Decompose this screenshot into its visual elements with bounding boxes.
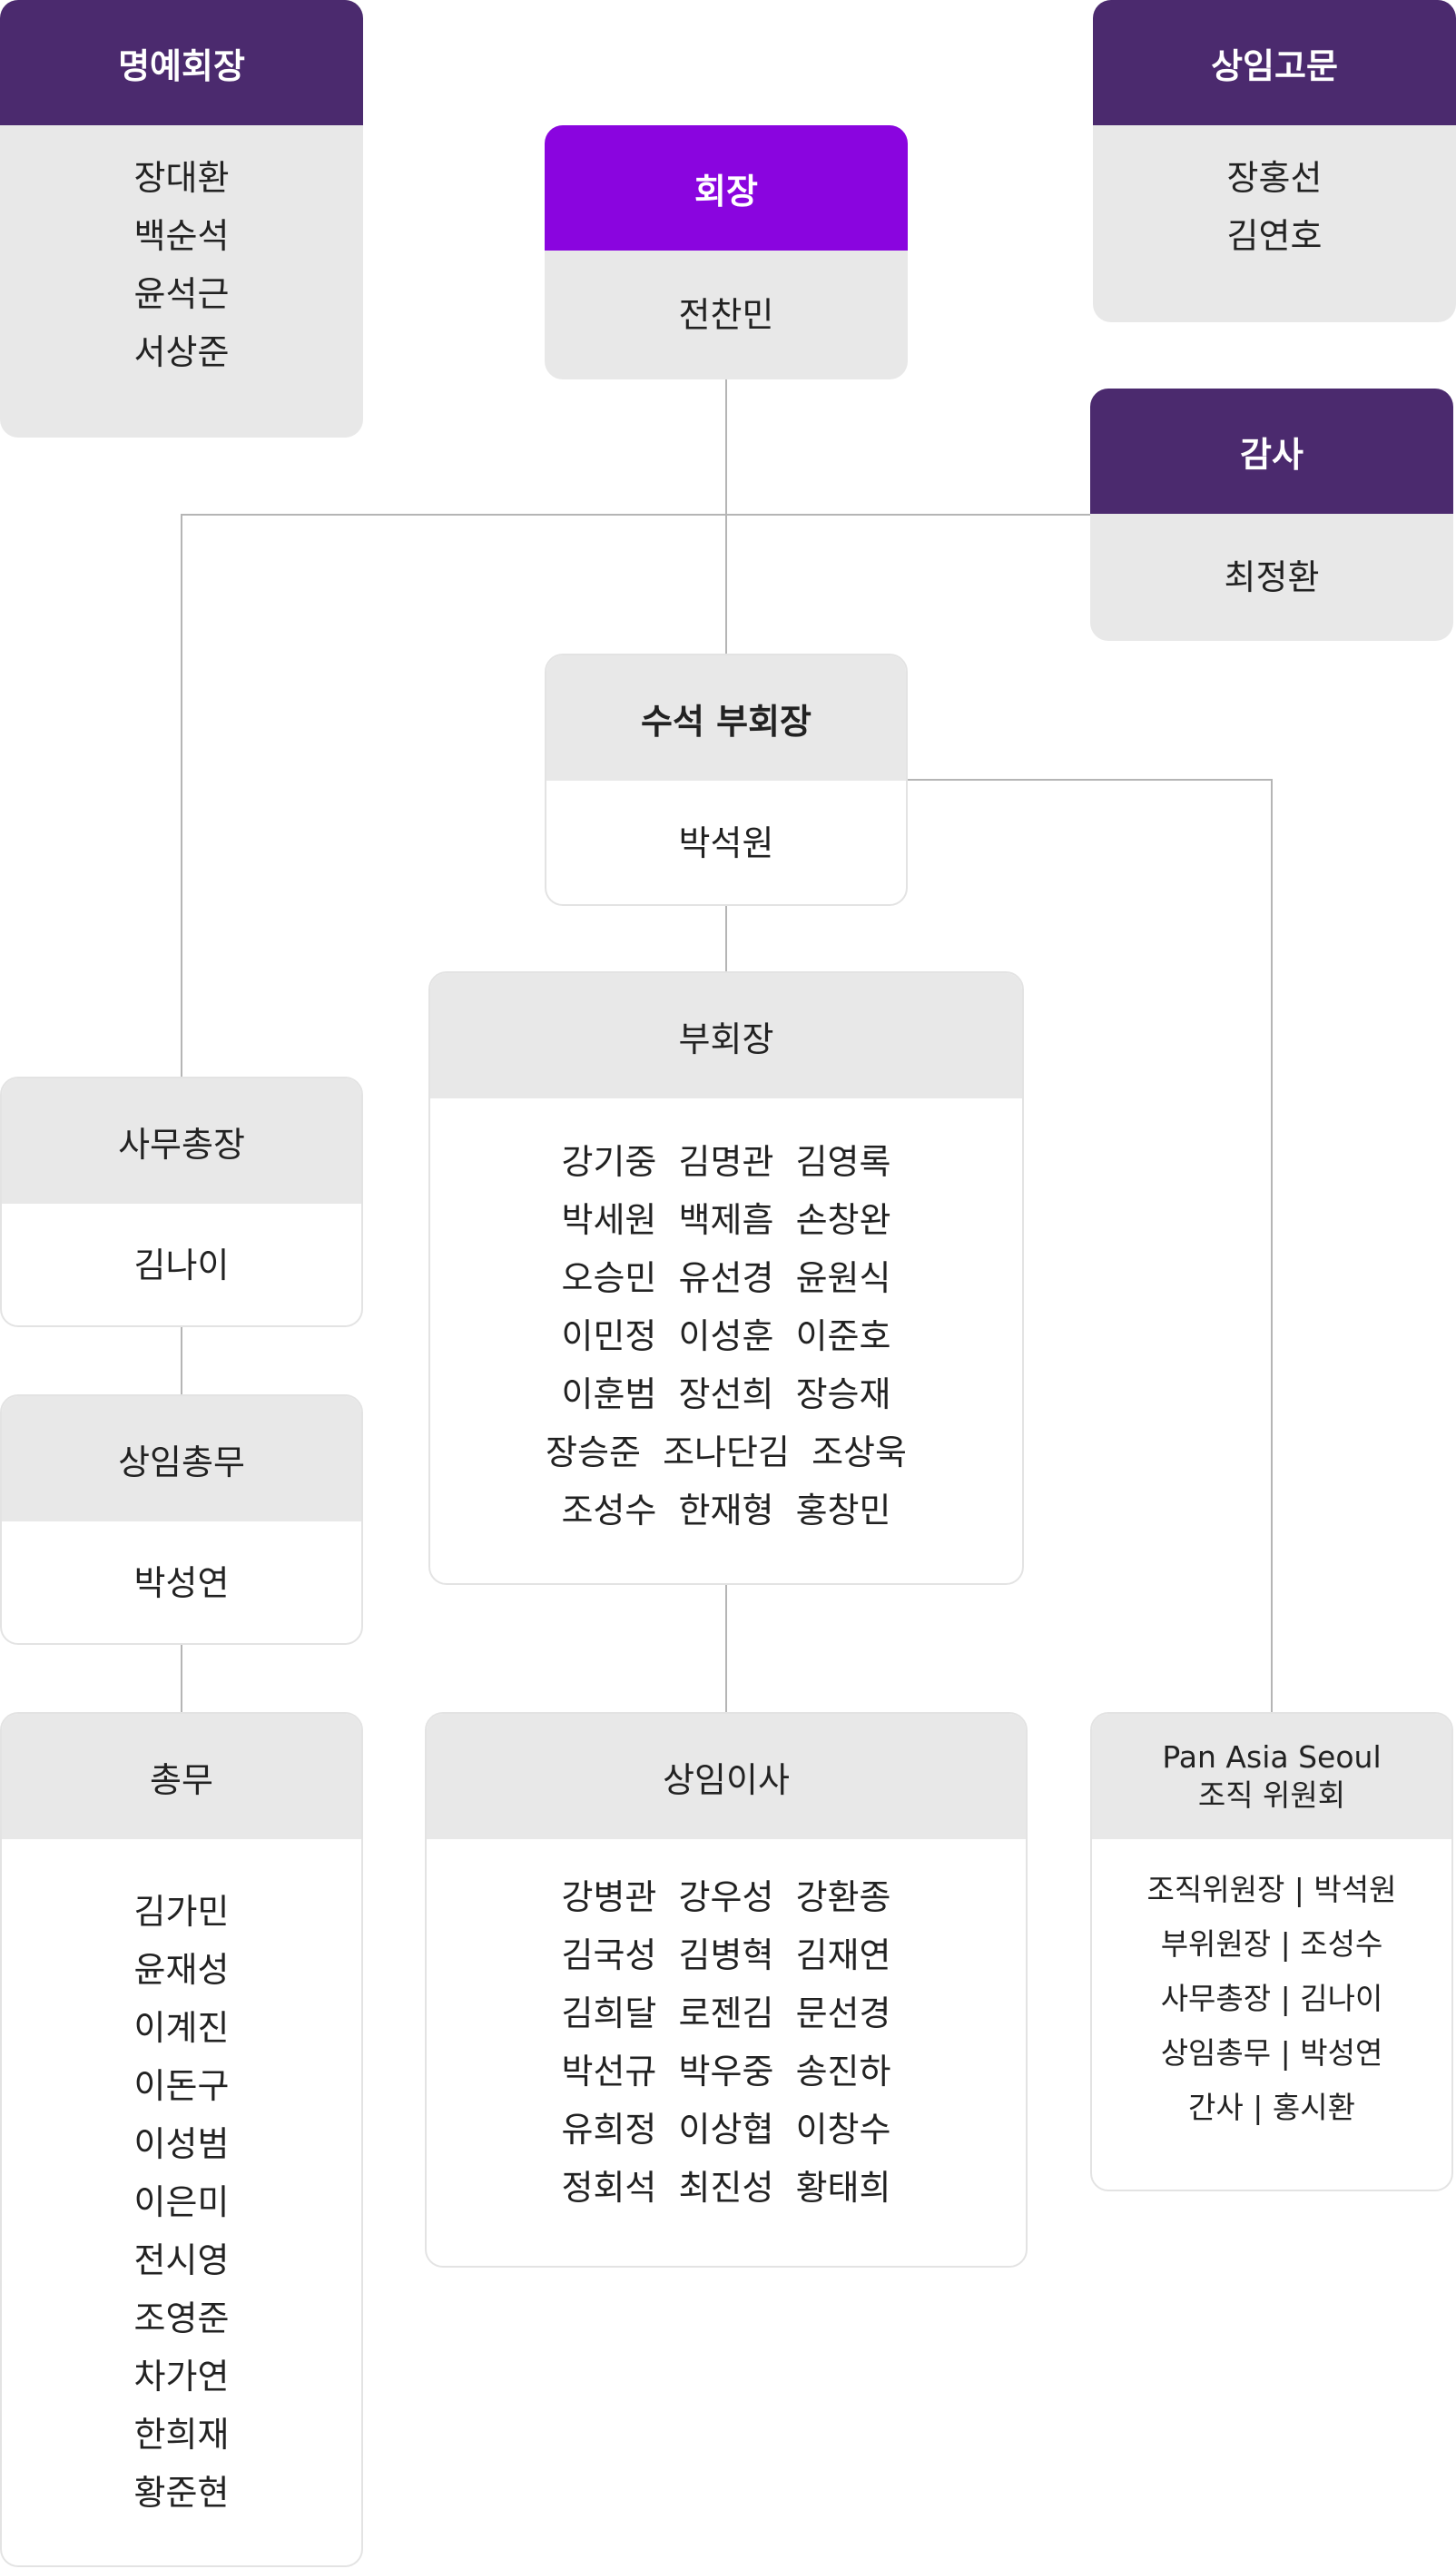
member-name: 백순석: [133, 216, 230, 256]
vice-chairman-names: 강기중 김명관 김영록 박세원 백제흠 손창완 오승민 유선경 윤원식 이민정 …: [430, 1098, 1022, 1540]
general-affairs-box: 총무 김가민 윤재성 이계진 이돈구 이성범 이은미 전시영 조영준 차가연 한…: [0, 1712, 363, 2567]
connector-senior-vice-to-vice: [725, 906, 727, 971]
auditor-name: 최정환: [1224, 557, 1320, 597]
member-row: 강기중 김명관 김영록: [561, 1142, 891, 1182]
standing-general-affairs-name-area: 박성연: [2, 1521, 361, 1643]
secretary-general-box: 사무총장 김나이: [0, 1077, 363, 1327]
member-name: 김가민: [133, 1892, 230, 1932]
secretary-general-name-area: 김나이: [2, 1204, 361, 1325]
standing-general-affairs-name: 박성연: [133, 1563, 230, 1603]
pan-asia-committee-members: 조직위원장 | 박석원 부위원장 | 조성수 사무총장 | 김나이 상임총무 |…: [1092, 1839, 1451, 2135]
chairman-title: 회장: [545, 125, 908, 251]
senior-vice-chairman-box: 수석 부회장 박석원: [545, 654, 908, 906]
member-name: 이성범: [133, 2124, 230, 2164]
honorary-chairman-names: 장대환 백순석 윤석근 서상준: [0, 125, 363, 381]
standing-general-affairs-title: 상임총무: [2, 1396, 361, 1521]
senior-vice-chairman-name: 박석원: [678, 823, 774, 863]
committee-role-row: 간사 | 홍시환: [1188, 2090, 1355, 2125]
senior-advisor-title: 상임고문: [1093, 0, 1456, 125]
connector-senior-vice-to-right: [906, 779, 1273, 781]
chairman-box: 회장 전찬민: [545, 125, 908, 379]
chairman-name-area: 전찬민: [545, 251, 908, 379]
connector-left-vertical: [181, 514, 182, 1077]
connector-vice-to-director: [725, 1585, 727, 1712]
vice-chairman-title: 부회장: [430, 973, 1022, 1098]
senior-vice-chairman-title: 수석 부회장: [546, 655, 906, 781]
vice-chairman-box: 부회장 강기중 김명관 김영록 박세원 백제흠 손창완 오승민 유선경 윤원식 …: [428, 971, 1024, 1585]
member-name: 전시영: [133, 2240, 230, 2280]
general-affairs-title: 총무: [2, 1714, 361, 1839]
member-name: 이돈구: [133, 2066, 230, 2106]
connector-horizontal-top: [181, 514, 1090, 516]
committee-role-row: 사무총장 | 김나이: [1160, 1981, 1383, 2016]
member-name: 장대환: [133, 158, 230, 198]
member-name: 윤재성: [133, 1950, 230, 1990]
pan-asia-committee-box: Pan Asia Seoul 조직 위원회 조직위원장 | 박석원 부위원장 |…: [1090, 1712, 1453, 2191]
senior-vice-chairman-name-area: 박석원: [546, 781, 906, 904]
auditor-name-area: 최정환: [1090, 514, 1453, 641]
member-name: 서상준: [133, 332, 230, 372]
pan-asia-title-line1: Pan Asia Seoul: [1162, 1739, 1382, 1775]
member-row: 박세원 백제흠 손창완: [561, 1200, 891, 1240]
senior-advisor-box: 상임고문 장홍선 김연호: [1093, 0, 1456, 322]
connector-chairman-to-senior-vice: [725, 379, 727, 654]
member-row: 유희정 이상협 이창수: [561, 2110, 891, 2150]
senior-advisor-names: 장홍선 김연호: [1093, 125, 1456, 265]
connector-right-vertical: [1271, 779, 1273, 1712]
member-name: 한희재: [133, 2415, 230, 2455]
pan-asia-committee-title: Pan Asia Seoul 조직 위원회: [1092, 1714, 1451, 1839]
honorary-chairman-title: 명예회장: [0, 0, 363, 125]
committee-role-row: 상임총무 | 박성연: [1160, 2035, 1383, 2071]
auditor-box: 감사 최정환: [1090, 389, 1453, 641]
member-name: 이은미: [133, 2182, 230, 2222]
member-name: 조영준: [133, 2298, 230, 2338]
auditor-title: 감사: [1090, 389, 1453, 514]
standing-director-box: 상임이사 강병관 강우성 강환종 김국성 김병혁 김재연 김희달 로젠김 문선경…: [425, 1712, 1028, 2268]
pan-asia-title-line2: 조직 위원회: [1197, 1777, 1346, 1813]
member-name: 차가연: [133, 2357, 230, 2397]
secretary-general-name: 김나이: [133, 1245, 230, 1285]
member-row: 조성수 한재형 홍창민: [561, 1491, 891, 1531]
member-row: 오승민 유선경 윤원식: [561, 1258, 891, 1298]
committee-role-row: 부위원장 | 조성수: [1160, 1926, 1383, 1962]
member-name: 황준현: [133, 2473, 230, 2513]
member-row: 장승준 조나단김 조상욱: [546, 1432, 907, 1472]
member-name: 장홍선: [1226, 158, 1323, 198]
connector-secgen-to-standing: [181, 1325, 182, 1394]
member-row: 김국성 김병혁 김재연: [561, 1935, 891, 1975]
standing-general-affairs-box: 상임총무 박성연: [0, 1394, 363, 1645]
member-row: 김희달 로젠김 문선경: [561, 1993, 891, 2033]
member-row: 박선규 박우중 송진하: [561, 2052, 891, 2092]
standing-director-title: 상임이사: [427, 1714, 1026, 1839]
secretary-general-title: 사무총장: [2, 1078, 361, 1204]
member-name: 윤석근: [133, 274, 230, 314]
committee-role-row: 조직위원장 | 박석원: [1146, 1872, 1397, 1907]
member-row: 강병관 강우성 강환종: [561, 1877, 891, 1917]
chairman-name: 전찬민: [678, 295, 774, 335]
honorary-chairman-box: 명예회장 장대환 백순석 윤석근 서상준: [0, 0, 363, 438]
member-row: 이민정 이성훈 이준호: [561, 1316, 891, 1356]
connector-standing-to-general: [181, 1643, 182, 1712]
member-name: 이계진: [133, 2008, 230, 2048]
member-row: 정회석 최진성 황태희: [561, 2168, 891, 2208]
member-row: 이훈범 장선희 장승재: [561, 1374, 891, 1414]
standing-director-names: 강병관 강우성 강환종 김국성 김병혁 김재연 김희달 로젠김 문선경 박선규 …: [427, 1839, 1026, 2217]
general-affairs-names: 김가민 윤재성 이계진 이돈구 이성범 이은미 전시영 조영준 차가연 한희재 …: [2, 1839, 361, 2522]
member-name: 김연호: [1226, 216, 1323, 256]
